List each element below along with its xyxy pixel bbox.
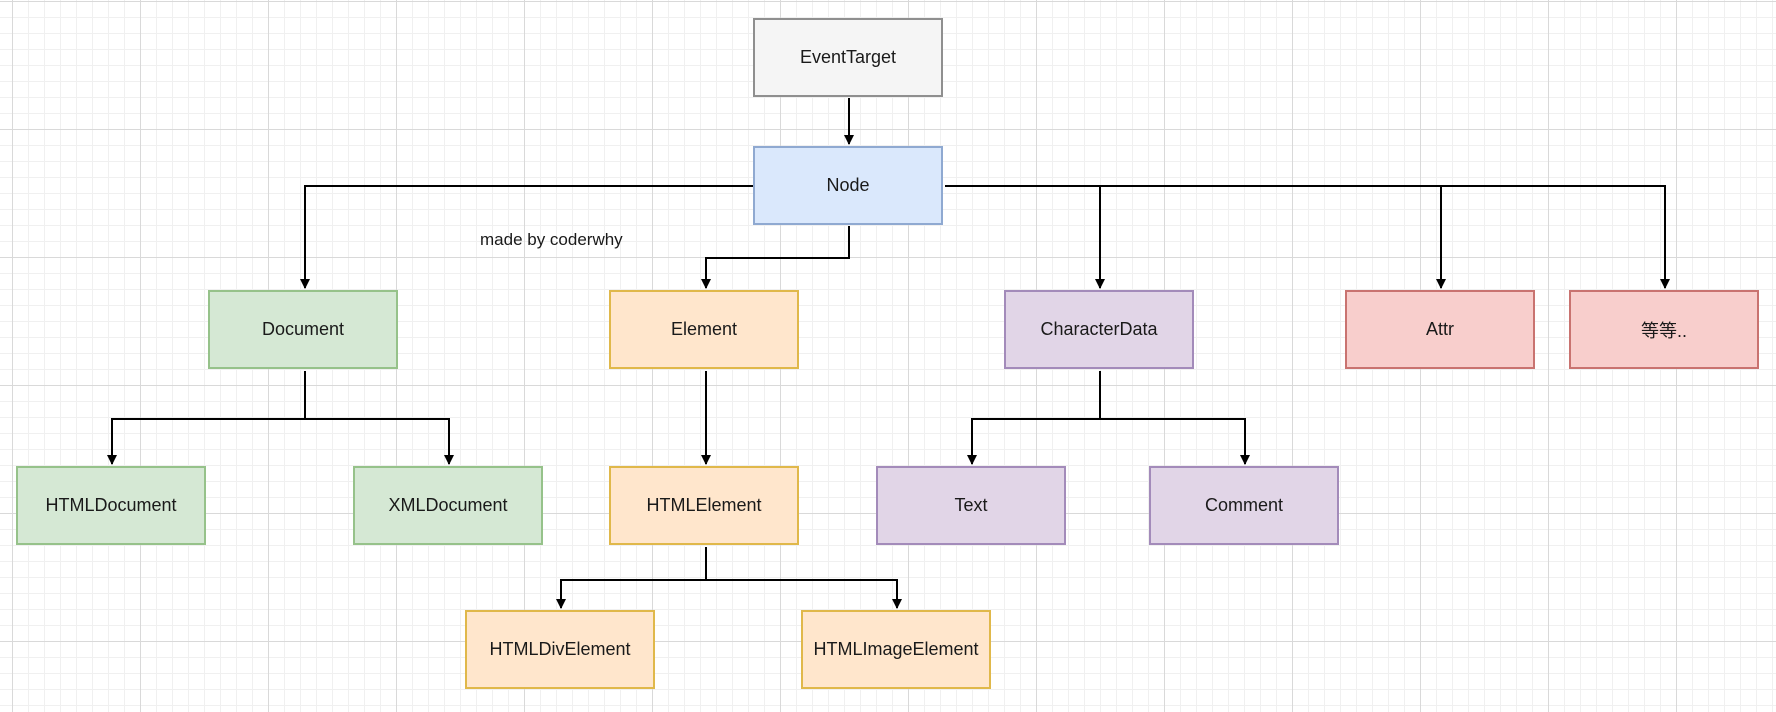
node-htmlimageelement[interactable]: HTMLImageElement xyxy=(801,610,991,689)
node-htmldivelement-label: HTMLDivElement xyxy=(489,639,631,659)
node-element[interactable]: Element xyxy=(609,290,799,369)
node-htmldocument-label: HTMLDocument xyxy=(45,495,177,515)
edge-node-document xyxy=(300,185,753,289)
node-htmldocument[interactable]: HTMLDocument xyxy=(16,466,206,545)
edge-document-xmldocument xyxy=(304,371,454,465)
node-document-label: Document xyxy=(261,319,345,339)
node-attr-label: Attr xyxy=(1425,319,1454,339)
node-eventtarget[interactable]: EventTarget xyxy=(753,18,943,97)
node-attr[interactable]: Attr xyxy=(1345,290,1535,369)
node-xmldocument-label: XMLDocument xyxy=(388,495,508,515)
node-htmlelement-label: HTMLElement xyxy=(646,495,762,515)
node-node-label: Node xyxy=(826,175,870,195)
node-element-label: Element xyxy=(670,319,738,339)
node-htmlelement[interactable]: HTMLElement xyxy=(609,466,799,545)
node-characterdata[interactable]: CharacterData xyxy=(1004,290,1194,369)
node-comment-label: Comment xyxy=(1204,495,1284,515)
node-xmldocument[interactable]: XMLDocument xyxy=(353,466,543,545)
node-text[interactable]: Text xyxy=(876,466,1066,545)
edge-node-etc xyxy=(945,185,1670,289)
node-document[interactable]: Document xyxy=(208,290,398,369)
node-node[interactable]: Node xyxy=(753,146,943,225)
author-note: made by coderwhy xyxy=(480,230,623,249)
node-htmlimageelement-label: HTMLImageElement xyxy=(813,639,979,659)
edge-htmlelement-htmldivelement xyxy=(556,547,707,609)
edge-characterdata-text xyxy=(967,371,1101,465)
node-comment[interactable]: Comment xyxy=(1149,466,1339,545)
node-text-label: Text xyxy=(954,495,988,515)
edge-htmlelement-htmlimageelement xyxy=(705,547,902,609)
node-etc[interactable]: 等等.. xyxy=(1569,290,1759,369)
node-htmldivelement[interactable]: HTMLDivElement xyxy=(465,610,655,689)
edge-node-element xyxy=(701,226,850,289)
edge-characterdata-comment xyxy=(1099,371,1250,465)
node-characterdata-label: CharacterData xyxy=(1040,319,1158,339)
edge-document-htmldocument xyxy=(107,371,306,465)
node-eventtarget-label: EventTarget xyxy=(799,47,897,67)
node-etc-label: 等等.. xyxy=(1640,320,1687,341)
edge-node-attr xyxy=(945,185,1446,289)
edge-node-characterdata xyxy=(945,185,1105,289)
